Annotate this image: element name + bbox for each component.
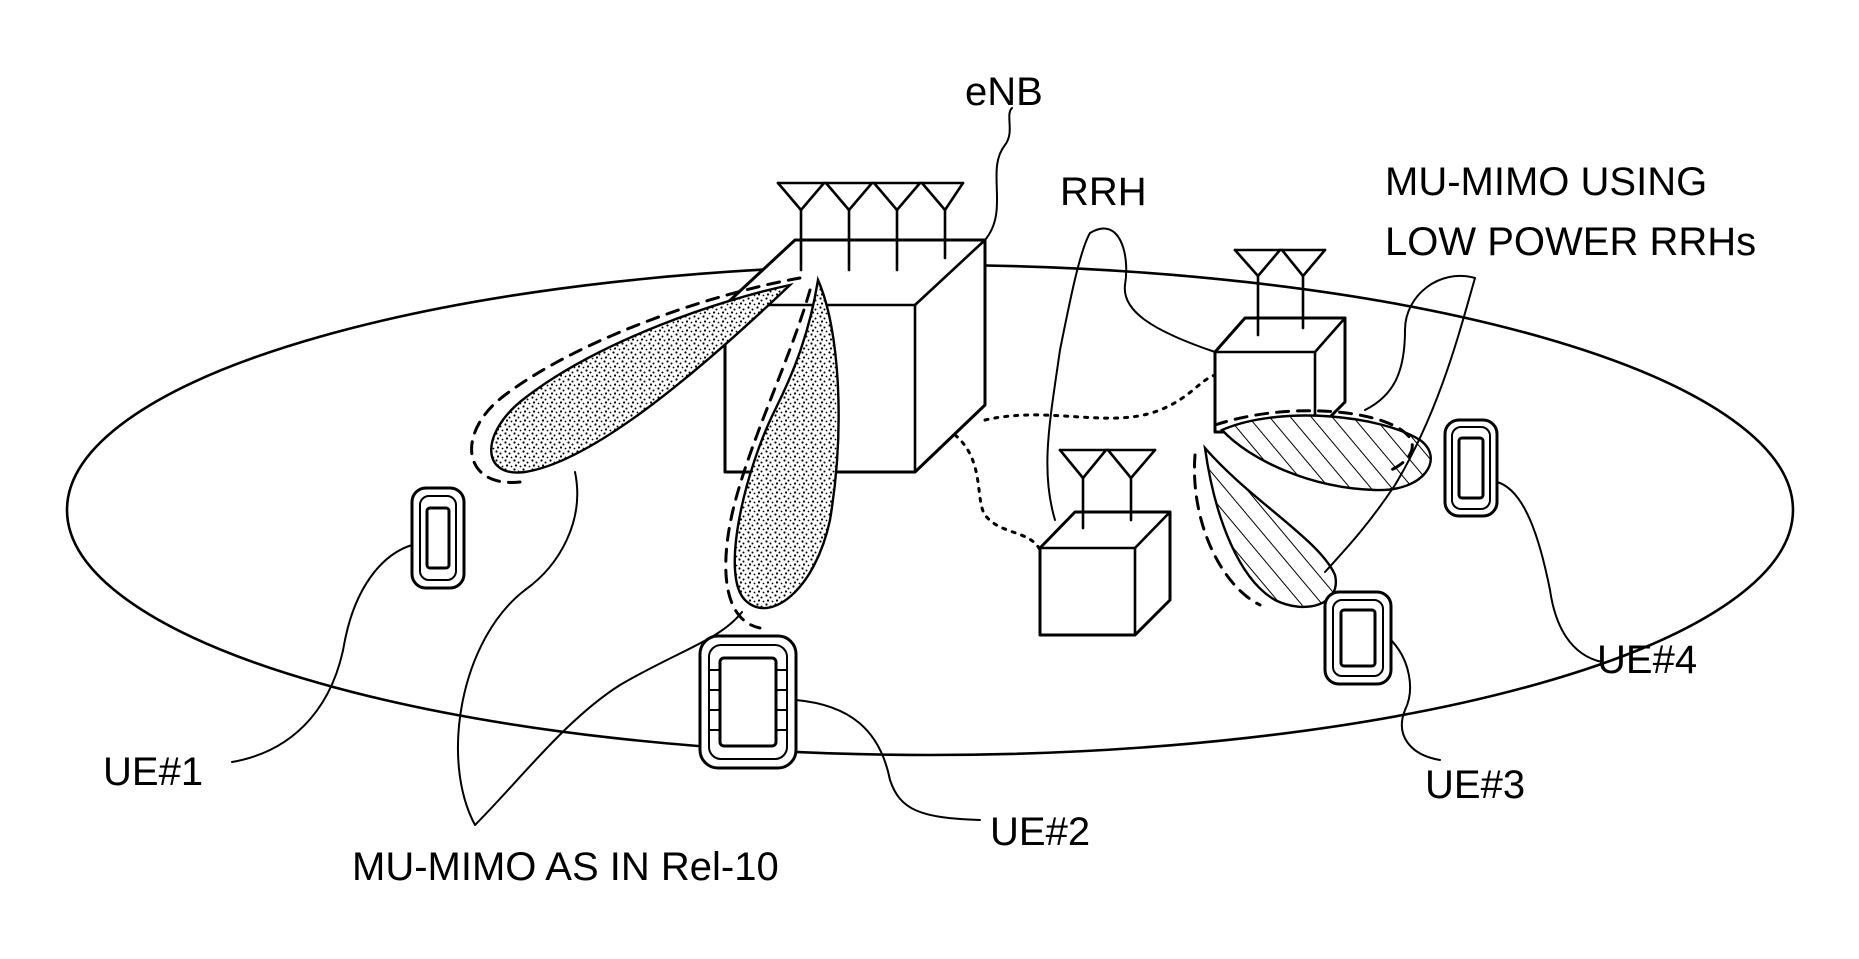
leader-ue4: [1497, 482, 1602, 662]
label-rrh: RRH: [1060, 170, 1147, 214]
label-mu-mimo-rrh-line2: LOW POWER RRHs: [1385, 220, 1756, 264]
backhaul-link-enb-rrh-top: [985, 375, 1215, 420]
rrh-top: [1215, 250, 1345, 432]
user-equipment-icon: [700, 636, 796, 768]
ue3-device: [1325, 592, 1391, 684]
label-ue1: UE#1: [103, 750, 203, 794]
user-equipment-icon: [1325, 592, 1391, 684]
label-enb: eNB: [965, 70, 1043, 114]
label-mu-mimo-rel10: MU-MIMO AS IN Rel-10: [352, 845, 779, 889]
rrh-icon: [1040, 512, 1170, 635]
leader-enb: [985, 108, 1012, 240]
leader-mu-mimo-rrh-beam4: [1365, 276, 1475, 410]
label-mu-mimo-rrh-line1: MU-MIMO USING: [1385, 160, 1707, 204]
leader-ue3: [1391, 640, 1440, 760]
user-equipment-icon: [412, 488, 464, 588]
enb-base-station: [725, 183, 985, 472]
rrh-middle: [1040, 450, 1170, 635]
leader-ue2: [796, 700, 980, 820]
leader-rrh-top: [1090, 229, 1215, 352]
user-equipment-icon: [1445, 420, 1497, 516]
label-ue3: UE#3: [1425, 763, 1525, 807]
ue1-device: [412, 488, 464, 588]
leader-rel10-beam1: [458, 472, 577, 825]
ue4-device: [1445, 420, 1497, 516]
rrh-icon: [1215, 318, 1345, 432]
label-ue2: UE#2: [990, 810, 1090, 854]
ue2-device: [700, 636, 796, 768]
leader-ue1: [232, 545, 412, 762]
backhaul-link-enb-rrh-middle: [955, 435, 1040, 550]
label-ue4: UE#4: [1597, 638, 1697, 682]
